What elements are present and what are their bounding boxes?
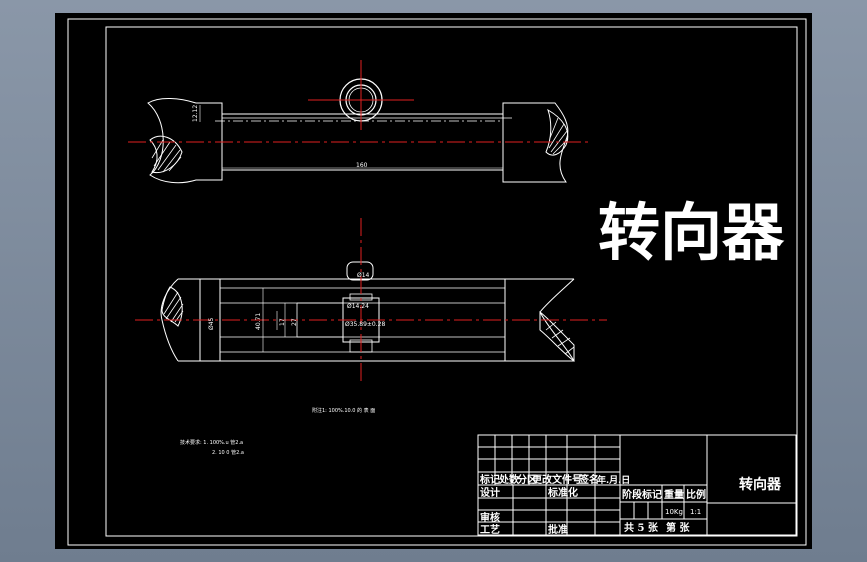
dim-top-height: 12.12 bbox=[192, 105, 199, 122]
left-shaft-end bbox=[147, 98, 223, 184]
left-section-hatch bbox=[149, 135, 183, 174]
title-block-name: 转向器 bbox=[739, 476, 782, 493]
right-section-hatch bbox=[545, 108, 569, 156]
rev-header-mark: 标记 bbox=[479, 473, 500, 486]
rev-header-zone: 分区 bbox=[517, 473, 537, 486]
sheet-number: 第 张 bbox=[666, 521, 690, 534]
label-scale: 比例 bbox=[686, 488, 706, 501]
bottom-view: Ø14 Ø45 40.71 27 17 Ø14.24 Ø35.89±0.28 bbox=[135, 218, 607, 384]
right-bottom-hatch bbox=[539, 310, 575, 363]
rev-header-count: 处数 bbox=[498, 473, 520, 486]
label-design: 设计 bbox=[480, 486, 500, 499]
top-view: 12.12 160 bbox=[128, 60, 590, 184]
sheet-total: 共 5 张 bbox=[624, 521, 659, 534]
note-left-1: 技术要求: 1. 100%.u 管2.a bbox=[180, 439, 243, 446]
dim-width-c: 40.71 bbox=[255, 313, 262, 330]
drawing-paper bbox=[55, 13, 812, 549]
weight-value: 10Kg bbox=[665, 508, 683, 516]
dim-width-e: 17 bbox=[279, 318, 286, 326]
label-approve: 批准 bbox=[548, 523, 568, 536]
rev-header-doc: 更改文件号 bbox=[532, 473, 582, 486]
title-block bbox=[477, 434, 797, 536]
left-hatch-lines bbox=[151, 139, 182, 173]
left-bottom-hatch bbox=[161, 286, 183, 327]
label-review: 审核 bbox=[480, 511, 500, 524]
note-left-2: 2. 10 0 管2.a bbox=[212, 449, 244, 456]
rev-header-date: 年.月.日 bbox=[597, 474, 630, 486]
right-shaft-end bbox=[502, 102, 569, 183]
label-process: 工艺 bbox=[480, 523, 500, 536]
label-stage-mark: 阶段标记 bbox=[622, 488, 662, 501]
label-weight: 重量 bbox=[664, 488, 684, 501]
inner-border bbox=[105, 26, 798, 537]
dim-top-length: 160 bbox=[356, 162, 368, 169]
dim-width-d: 27 bbox=[291, 318, 298, 326]
outer-border bbox=[67, 18, 807, 546]
rev-header-sign: 签名 bbox=[578, 473, 599, 486]
dim-hole-a: Ø14 bbox=[357, 272, 370, 279]
dim-pin-b: Ø35.89±0.28 bbox=[345, 321, 385, 328]
note-center: 附注1: 100%.10.0 的 表 面 bbox=[312, 407, 375, 414]
dim-width-b: Ø45 bbox=[208, 317, 215, 330]
scale-value: 1:1 bbox=[690, 508, 701, 516]
label-standardize: 标准化 bbox=[547, 486, 578, 499]
dim-pin-a: Ø14.24 bbox=[347, 303, 369, 310]
big-title: 转向器 bbox=[598, 196, 785, 269]
